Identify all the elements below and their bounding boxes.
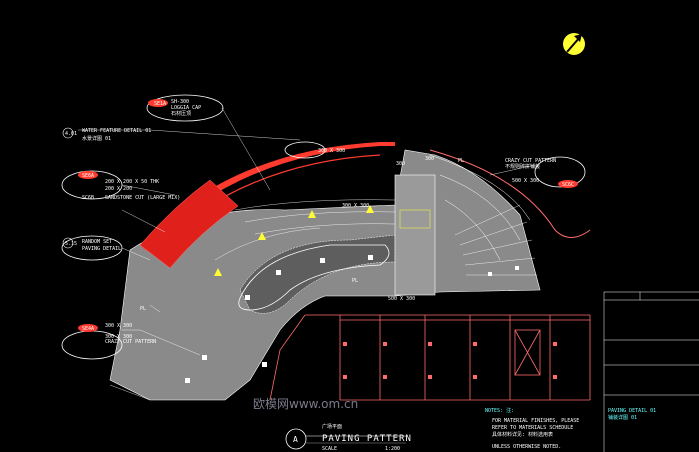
scale-value: 1:200 (385, 446, 400, 452)
dimension-1: 300 X 300 (318, 148, 345, 154)
radial-steps (454, 204, 537, 276)
title-marker (285, 428, 406, 450)
callout-7-tag: SC6C (562, 182, 574, 188)
callout-4-text: SANDSTONE CUT (LARGE MIX) (105, 195, 180, 201)
callout-2-text-cn: 水景详图 01 (82, 135, 111, 142)
title-cn: 广场平面 (322, 423, 342, 430)
building-footprint (269, 314, 591, 401)
notes-line-4: UNLESS OTHERWISE NOTED. (492, 444, 561, 450)
leader-lines (78, 107, 536, 401)
dimension-7: 300 X 300 (105, 334, 132, 340)
fixture-markers (185, 255, 519, 383)
watermark-text: 欧模网www.om.cn (253, 397, 358, 411)
callout-3-text: 200 X 200 X 50 THK (105, 179, 159, 185)
central-plaza (394, 174, 436, 296)
callout-5-tag: 5.15 (65, 241, 77, 247)
callout-2-text: WATER FEATURE DETAIL 01 (82, 128, 151, 134)
notes-line-1: FOR MATERIAL FINISHES, PLEASE (492, 418, 579, 424)
pl-left-label: PL (140, 306, 146, 312)
dimension-4: 300 X 300 (342, 203, 369, 209)
callout-1-code: SH-300 (171, 99, 189, 105)
callout-5-text: RANDOM SET (82, 239, 112, 245)
notes-heading: NOTES: 注: (485, 407, 514, 414)
title-block-ref: PAVING DETAIL 01 (608, 408, 656, 414)
callout-1-text: LOGGIA CAP (171, 105, 201, 111)
callout-1-text-cn: 石材压顶 (171, 110, 191, 117)
notes-line-3: 具体材料详见: 材料选用表 (492, 431, 553, 438)
pl-lower-label: PL (352, 278, 358, 284)
water-feature-area (239, 234, 396, 314)
dimension-3: 300 (425, 156, 434, 162)
plaza-step-box (399, 209, 431, 229)
drawing-title: PAVING PATTERN (322, 434, 412, 444)
callout-2-tag: 4.01 (65, 131, 77, 137)
size-right-label: 500 X 300 (512, 178, 539, 184)
callout-1-tag: SE1A (154, 101, 166, 107)
callout-6-text: 300 X 300 (105, 323, 132, 329)
crazy-cut-right-label-cn: 不规则碎拼铺装 (505, 163, 540, 170)
title-block (603, 291, 699, 452)
red-hatch-block (139, 179, 239, 269)
dimension-5: 500 X 300 (388, 296, 415, 302)
dimension-2: 300 (396, 161, 405, 167)
callout-6-text2: CRAZY CUT PATTERN (105, 339, 156, 345)
callout-6-tag: SE4A (82, 326, 94, 332)
outer-arc-edge (429, 149, 591, 238)
stair-arrows (214, 205, 374, 276)
dimension-6: 200 X 200 (105, 186, 132, 192)
building-columns (343, 342, 557, 379)
north-arrow-icon (563, 33, 585, 55)
callout-3-tag: SE6A (82, 173, 94, 179)
notes-line-2: REFER TO MATERIALS SCHEDULE (492, 425, 573, 431)
callout-tags (62, 99, 578, 332)
pl-right-label: PL (458, 158, 464, 164)
callout-5-text2: PAVING DETAIL (82, 246, 121, 252)
section-marker-letter: A (293, 435, 298, 444)
crazy-cut-right-label: CRAZY CUT PATTERN (505, 158, 556, 164)
callout-4-tag: SC6B (82, 195, 94, 201)
title-block-ref-cn: 铺装详图 01 (608, 414, 637, 421)
red-border-band (140, 142, 395, 250)
scale-label: SCALE (322, 446, 337, 452)
